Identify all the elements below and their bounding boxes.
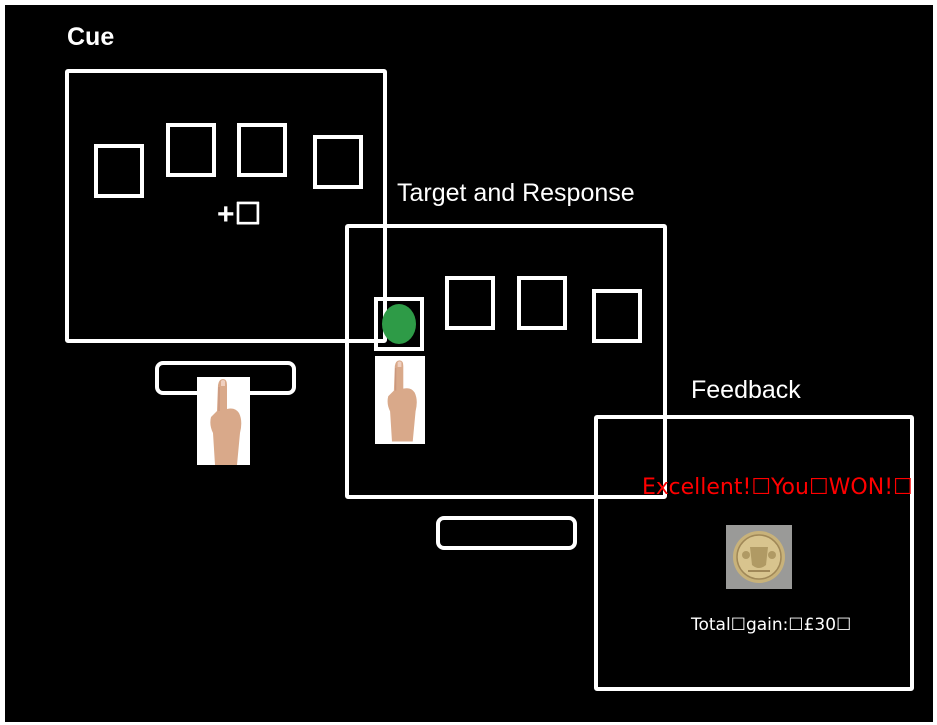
- target-location-box-1: [374, 297, 424, 351]
- cue-location-box-3: [237, 123, 287, 177]
- cue-location-box-2: [166, 123, 216, 177]
- target-location-box-4: [592, 289, 642, 343]
- cue-screen: +☐: [65, 69, 387, 343]
- target-screen: [345, 224, 667, 499]
- target-response-bar: [436, 516, 577, 550]
- feedback-screen: Excellent!☐You☐WON!☐ Total☐gain:☐£30☐: [594, 415, 914, 691]
- diagram-canvas: Cue +☐ Target and Response: [5, 5, 933, 722]
- fixation-cross: +☐: [217, 198, 262, 231]
- cue-title: Cue: [67, 23, 115, 51]
- cue-location-box-4: [313, 135, 363, 189]
- target-circle: [382, 304, 416, 344]
- pointing-hand-icon: [197, 377, 250, 465]
- feedback-title: Feedback: [691, 376, 801, 404]
- feedback-message: Excellent!☐You☐WON!☐: [642, 475, 913, 500]
- total-gain-text: Total☐gain:☐£30☐: [691, 615, 852, 635]
- target-title: Target and Response: [397, 179, 635, 207]
- target-location-box-3: [517, 276, 567, 330]
- pound-coin-icon: [726, 525, 792, 589]
- cue-location-box-1: [94, 144, 144, 198]
- target-location-box-2: [445, 276, 495, 330]
- pointing-hand-icon: [375, 356, 425, 444]
